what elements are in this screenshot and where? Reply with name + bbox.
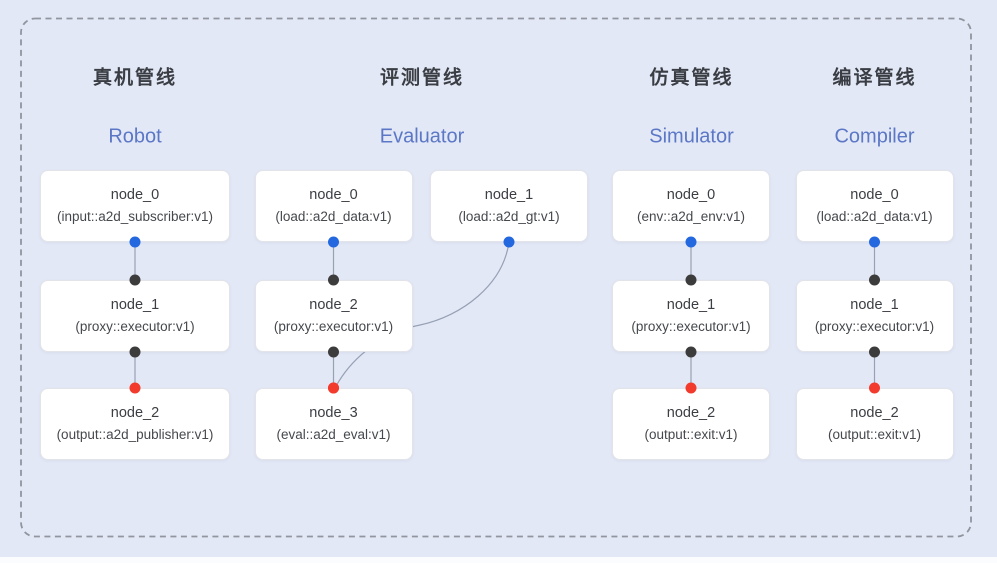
pipeline-title-zh-1: 评测管线 <box>379 67 465 89</box>
bottom-edge-strip <box>0 557 997 563</box>
pipeline-2-node_0-box[interactable]: node_0(env::a2d_env:v1) <box>612 170 770 242</box>
node-sublabel: (proxy::executor:v1) <box>631 319 751 334</box>
pipeline-title-en-2: Simulator <box>649 125 734 148</box>
pipeline-0-node_0-box[interactable]: node_0(input::a2d_subscriber:v1) <box>40 170 230 242</box>
node-label: node_1 <box>484 187 534 203</box>
node-label: node_1 <box>850 297 899 313</box>
node-label: node_0 <box>309 187 358 203</box>
node-sublabel: (input::a2d_subscriber:v1) <box>56 209 214 224</box>
node-sublabel: (proxy::executor:v1) <box>273 319 394 334</box>
node-label: node_2 <box>309 297 358 313</box>
pipeline-0-node_2-box[interactable]: node_2(output::a2d_publisher:v1) <box>40 388 230 460</box>
pipeline-3-node_0-box[interactable]: node_0(load::a2d_data:v1) <box>795 170 954 242</box>
node-label: node_2 <box>666 405 716 421</box>
pipeline-title-zh-0: 真机管线 <box>92 67 178 89</box>
node-sublabel: (proxy::executor:v1) <box>814 319 935 334</box>
node-label: node_0 <box>666 187 716 203</box>
pipeline-title-en-1: Evaluator <box>379 125 465 148</box>
pipeline-2-node_1-box[interactable]: node_1(proxy::executor:v1) <box>612 280 770 352</box>
node-sublabel: (load::a2d_data:v1) <box>816 209 933 224</box>
node-label: node_2 <box>850 405 899 421</box>
node-label: node_1 <box>110 297 160 313</box>
node-label: node_1 <box>666 297 716 313</box>
pipeline-2-node_2-box[interactable]: node_2(output::exit:v1) <box>612 388 770 460</box>
pipeline-0-node_1-box[interactable]: node_1(proxy::executor:v1) <box>40 280 230 352</box>
node-label: node_0 <box>850 187 899 203</box>
node-sublabel: (output::exit:v1) <box>827 427 922 442</box>
pipeline-title-en-0: Robot <box>108 125 162 148</box>
node-sublabel: (output::exit:v1) <box>644 427 738 442</box>
pipeline-3-node_2-box[interactable]: node_2(output::exit:v1) <box>795 388 954 460</box>
node-label: node_3 <box>309 405 358 421</box>
pipeline-title-zh-2: 仿真管线 <box>649 67 734 89</box>
node-sublabel: (proxy::executor:v1) <box>75 319 195 334</box>
node-sublabel: (output::a2d_publisher:v1) <box>56 427 214 442</box>
node-label: node_0 <box>110 187 160 203</box>
pipeline-title-en-3: Compiler <box>834 125 915 148</box>
pipeline-1-node_3-box[interactable]: node_3(eval::a2d_eval:v1) <box>254 388 413 460</box>
pipeline-title-zh-3: 编译管线 <box>832 67 917 89</box>
node-sublabel: (eval::a2d_eval:v1) <box>276 427 391 442</box>
pipeline-3-node_1-box[interactable]: node_1(proxy::executor:v1) <box>795 280 954 352</box>
pipeline-1-node_1-box[interactable]: node_1(load::a2d_gt:v1) <box>430 170 588 242</box>
node-sublabel: (load::a2d_gt:v1) <box>458 209 560 224</box>
node-sublabel: (env::a2d_env:v1) <box>636 209 746 224</box>
node-sublabel: (load::a2d_data:v1) <box>275 209 392 224</box>
node-label: node_2 <box>110 405 160 421</box>
pipeline-1-node_2-box[interactable]: node_2(proxy::executor:v1) <box>254 280 413 352</box>
pipeline-1-node_0-box[interactable]: node_0(load::a2d_data:v1) <box>254 170 413 242</box>
